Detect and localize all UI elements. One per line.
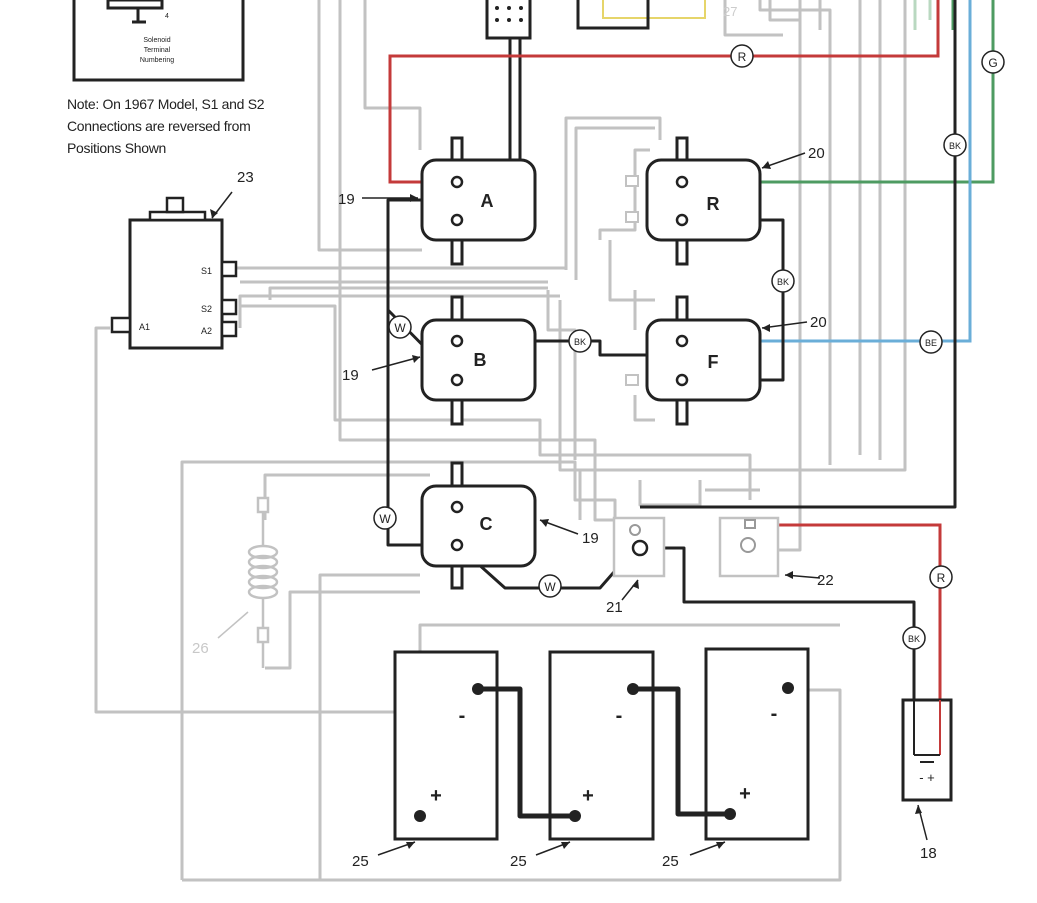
small-battery-18: - + [901,698,953,802]
callout-22: 22 [817,572,834,589]
callout-20-r: 20 [808,145,825,162]
solenoid-R: R [645,136,762,266]
svg-text:W: W [379,512,391,526]
small-battery-marks: - + [919,770,935,785]
battery-jumpers [478,686,730,819]
battery-1-plus: + [430,785,442,807]
wire-tag-BK-right: BK [943,133,967,157]
battery-1: - + [393,650,499,841]
solenoid-F: F [645,295,762,426]
solenoid-A-label: A [481,191,494,211]
svg-text:BK: BK [777,277,789,287]
motor-terminal-a2: A2 [201,326,212,336]
callout-25-1: 25 [352,853,369,870]
solenoid-B: B [420,295,537,426]
solenoid-C: C [420,461,537,590]
wire-tag-BK-bottom: BK [902,626,926,650]
svg-text:BK: BK [574,337,586,347]
solenoid-R-label: R [707,194,720,214]
solenoid-terminal-number: 4 [165,13,169,20]
solenoid-F-label: F [708,352,719,372]
svg-text:W: W [394,321,406,335]
svg-text:R: R [937,571,946,585]
top-box-fragment: 27 [576,0,737,30]
solenoid-C-label: C [480,514,493,534]
gray-wires [94,0,907,882]
wire-tag-BK-rf: BK [771,269,795,293]
callout-19-a: 19 [338,191,355,208]
callout-23: 23 [237,169,254,186]
svg-text:BE: BE [925,338,937,348]
callout-20-f: 20 [810,314,827,331]
wire-tag-W-c: W [373,506,397,530]
motor-terminal-s1: S1 [201,266,212,276]
callout-25-3: 25 [662,853,679,870]
callout-arrows [211,152,928,856]
wire-tag-R-top: R [730,44,754,68]
solenoid-B-label: B [474,350,487,370]
solenoid-caption-line-3: Numbering [140,57,174,64]
svg-text:G: G [988,56,997,70]
callout-18: 18 [920,845,937,862]
callout-19-c: 19 [582,530,599,547]
solenoid-numbering-box: 4 Solenoid Terminal Numbering [72,0,245,82]
wire-tag-BE: BE [919,330,943,354]
blue-wires [687,0,972,343]
callout-27: 27 [723,4,737,19]
wire-tag-R-bottom: R [929,565,953,589]
switch-22 [718,516,780,578]
solenoid-caption-line-2: Terminal [144,47,171,54]
battery-2: - + [548,650,655,841]
green-wires [687,0,995,184]
solenoid-side-stubs [625,175,639,386]
battery-2-plus: + [582,785,594,807]
switch-21 [612,516,666,578]
wire-tag-G: G [981,50,1005,74]
svg-text:BK: BK [949,141,961,151]
yellow-fragment [602,0,706,19]
solenoid-caption-line-1: Solenoid [143,37,170,44]
wire-tag-BK-bf: BK [568,329,592,353]
motor-terminal-s2: S2 [201,304,212,314]
callout-25-2: 25 [510,853,527,870]
solenoid-A: A [420,136,537,266]
top-greenish-fragment [913,0,932,30]
battery-1-minus: - [459,705,466,727]
svg-text:R: R [738,50,747,64]
battery-3-minus: - [771,703,778,725]
wire-tag-W-bottom: W [538,574,562,598]
motor-23: S1 S2 A1 A2 [110,196,238,350]
callout-arrowheads [210,161,922,849]
svg-text:BK: BK [908,634,920,644]
svg-text:W: W [544,580,556,594]
callout-26: 26 [192,640,209,657]
battery-2-minus: - [616,705,623,727]
wire-tag-W-b: W [388,315,412,339]
callout-21: 21 [606,599,623,616]
callout-19-b: 19 [342,367,359,384]
diagram-note: Note: On 1967 Model, S1 and S2 Connectio… [67,96,265,156]
battery-3-plus: + [739,783,751,805]
battery-3: - + [704,647,810,841]
resistor-coil-26 [217,496,279,668]
motor-terminal-a1: A1 [139,322,150,332]
